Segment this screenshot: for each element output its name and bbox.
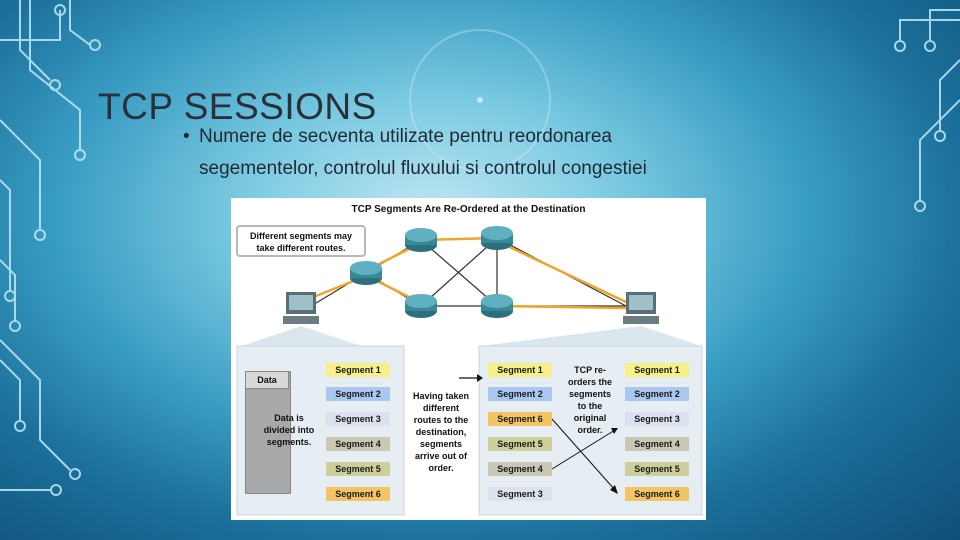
source-segment-5: Segment 5 <box>326 462 390 476</box>
routes-callout: Different segments may take different ro… <box>236 225 366 257</box>
arrived-segment-3: Segment 6 <box>488 412 552 426</box>
arrived-segment-5: Segment 4 <box>488 462 552 476</box>
destination-computer-icon <box>623 292 659 324</box>
figure-title: TCP Segments Are Re-Ordered at the Desti… <box>351 204 586 215</box>
source-computer-icon <box>283 292 319 324</box>
tcp-reorder-figure: TCP Segments Are Re-Ordered at the Desti… <box>231 198 706 520</box>
source-segment-4: Segment 4 <box>326 437 390 451</box>
callout-line2: take different routes. <box>256 243 346 253</box>
source-segment-6: Segment 6 <box>326 487 390 501</box>
arrived-segment-2: Segment 2 <box>488 387 552 401</box>
arrived-segment-6: Segment 3 <box>488 487 552 501</box>
source-segment-1: Segment 1 <box>326 363 390 377</box>
data-header <box>245 371 289 389</box>
source-segment-2: Segment 2 <box>326 387 390 401</box>
ordered-segment-6: Segment 6 <box>625 487 689 501</box>
ordered-segment-5: Segment 5 <box>625 462 689 476</box>
bullet-marker: • <box>183 126 190 147</box>
bullet-text-line2: segementelor, controlul fluxului si cont… <box>199 158 647 179</box>
bullet-text-line1: Numere de secventa utilizate pentru reor… <box>199 126 612 147</box>
arrived-segment-4: Segment 5 <box>488 437 552 451</box>
callout-line1: Different segments may <box>249 231 353 241</box>
out-of-order-note: Having taken different routes to the des… <box>412 391 470 473</box>
source-segment-3: Segment 3 <box>326 412 390 426</box>
ordered-segment-3: Segment 3 <box>625 412 689 426</box>
ordered-segment-2: Segment 2 <box>625 387 689 401</box>
arrived-segment-1: Segment 1 <box>488 363 552 377</box>
router-icons <box>350 226 513 318</box>
divided-note: Data is divided into segments. <box>263 413 315 447</box>
data-column <box>245 371 291 494</box>
ordered-segment-4: Segment 4 <box>625 437 689 451</box>
reorder-note: TCP re- orders the segments to the origi… <box>567 365 612 435</box>
data-label: Data <box>257 375 277 385</box>
ordered-segment-1: Segment 1 <box>625 363 689 377</box>
slide-title: TCP SESSIONS <box>98 86 377 127</box>
